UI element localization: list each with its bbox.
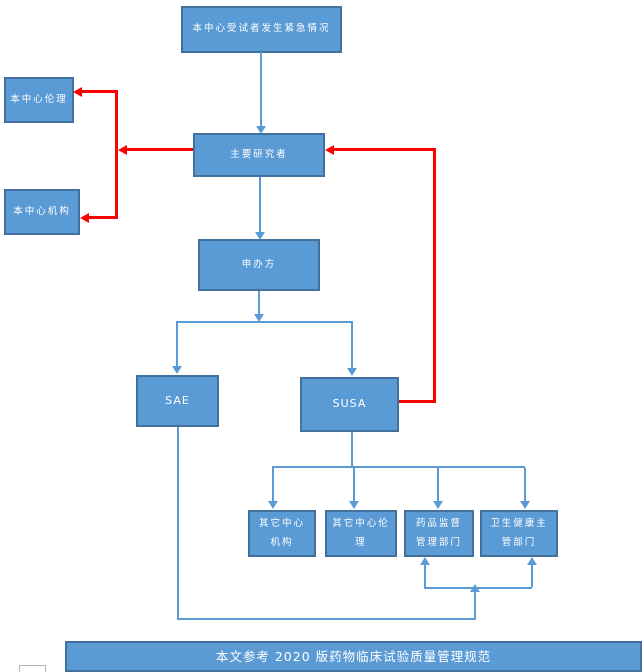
arrowhead-down [255, 232, 265, 240]
node-center-ethics[interactable]: 本中心伦理 [4, 77, 74, 123]
split-bar-sae-report [424, 587, 532, 589]
red-connector-susa-to-pi-riser [433, 148, 436, 403]
node-sponsor-label: 申办方 [241, 258, 277, 270]
arrowhead-down [256, 126, 266, 134]
red-connector-pi-to-spine [127, 148, 193, 151]
reference-banner[interactable]: 本文参考 2020 版药物临床试验质量管理规范 [65, 641, 642, 672]
reference-banner-label: 本文参考 2020 版药物临床试验质量管理规范 [215, 648, 492, 664]
connector-up-to-drug-regulatory [424, 565, 426, 587]
connector-susa-to-downstream-split [351, 432, 353, 468]
connector-sponsor-to-split [258, 291, 260, 314]
connector-emergency-to-pi [260, 52, 262, 126]
connector-sae-riser [474, 592, 476, 618]
arrowhead-down [520, 501, 530, 509]
arrowhead-down [254, 314, 264, 322]
connector-sae-bottom-bar [177, 618, 476, 620]
node-other-center-institution[interactable]: 其它中心 机构 [248, 510, 316, 557]
arrowhead-up [420, 557, 430, 565]
node-emergency[interactable]: 本中心受试者发生紧急情况 [181, 6, 342, 53]
connector-up-to-health-authority [531, 565, 533, 587]
connector-sae-down [177, 427, 179, 620]
connector-to-health-authority [524, 468, 526, 501]
split-bar-downstream [272, 466, 525, 468]
arrowhead-down [349, 501, 359, 509]
node-drug-regulatory-department-label: 药品监督 管理部门 [415, 518, 462, 548]
connector-split-to-susa [351, 323, 353, 368]
split-bar-sae-susa [176, 321, 353, 323]
arrowhead-left [325, 145, 334, 155]
node-susa[interactable]: SUSA [300, 377, 399, 432]
arrowhead-left [118, 145, 127, 155]
connector-split-to-sae [176, 323, 178, 366]
node-center-institution[interactable]: 本中心机构 [4, 189, 80, 235]
red-connector-to-center-institution [89, 216, 115, 219]
red-connector-susa-out [399, 400, 436, 403]
node-sae[interactable]: SAE [136, 375, 219, 427]
node-other-center-institution-label: 其它中心 机构 [258, 518, 305, 548]
red-connector-pi-report-spine [115, 90, 118, 219]
red-connector-to-center-ethics [82, 90, 115, 93]
connector-pi-to-sponsor [259, 177, 261, 232]
node-other-center-ethics-label: 其它中心伦 理 [332, 518, 390, 548]
red-connector-susa-to-pi-top [334, 148, 435, 151]
arrowhead-left [73, 87, 82, 97]
node-center-ethics-label: 本中心伦理 [10, 93, 68, 105]
arrowhead-down [347, 368, 357, 376]
node-principal-investigator[interactable]: 主要研究者 [193, 133, 325, 177]
node-principal-investigator-label: 主要研究者 [230, 148, 288, 160]
arrowhead-down [268, 501, 278, 509]
node-health-authority-department-label: 卫生健康主 管部门 [490, 518, 548, 548]
node-sponsor[interactable]: 申办方 [198, 239, 320, 291]
connector-to-other-ethics [353, 468, 355, 501]
node-other-center-ethics[interactable]: 其它中心伦 理 [325, 510, 397, 557]
node-emergency-label: 本中心受试者发生紧急情况 [192, 23, 331, 35]
node-susa-label: SUSA [332, 397, 367, 411]
connector-to-other-institution [272, 468, 274, 501]
arrowhead-down [172, 366, 182, 374]
arrowhead-up [527, 557, 537, 565]
arrowhead-left [80, 213, 89, 223]
node-sae-label: SAE [165, 393, 190, 407]
connector-to-drug-regulatory [437, 468, 439, 501]
node-health-authority-department[interactable]: 卫生健康主 管部门 [480, 510, 558, 557]
arrowhead-down [433, 501, 443, 509]
node-drug-regulatory-department[interactable]: 药品监督 管理部门 [404, 510, 474, 557]
node-center-institution-label: 本中心机构 [13, 205, 71, 217]
partial-shape [19, 665, 46, 672]
